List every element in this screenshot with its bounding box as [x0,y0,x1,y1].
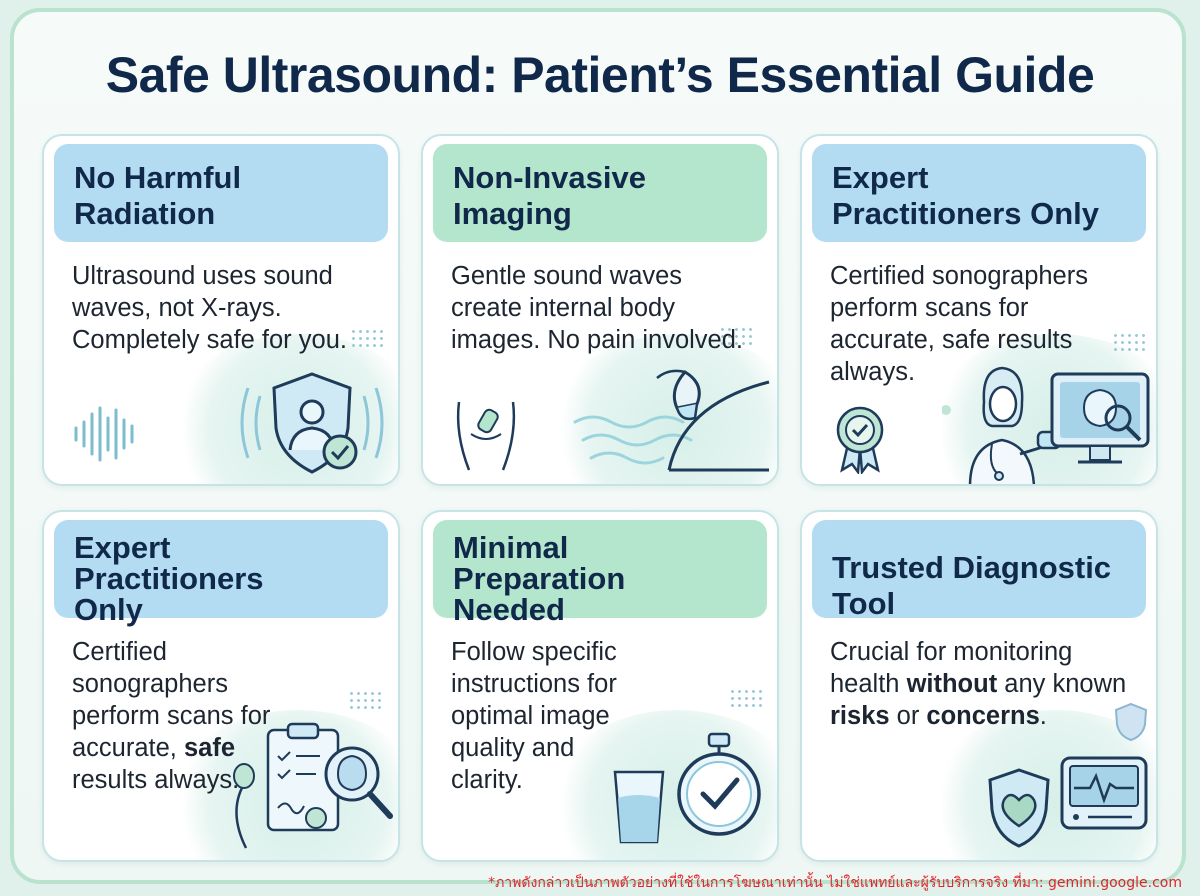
dot-pattern [348,690,382,712]
card-heading: No Harmful Radiation [54,144,388,242]
water-glass-icon [613,770,665,844]
ultrasound-probe-icon [573,369,770,472]
card-body: Certified sonographers perform scans for… [830,262,1088,386]
sound-wave-icon [74,406,134,462]
certified-badge-icon [836,406,884,474]
card-no-harmful-radiation: No Harmful Radiation Ultrasound uses sou… [42,134,400,486]
card-expert-practitioners-2: Expert Practitioners Only Certified sono… [42,510,400,862]
body-text-bold: safe [183,734,236,762]
shield-person-check-icon [240,372,384,474]
card-expert-practitioners: Expert Practitioners Only Certified sono… [800,134,1158,486]
card-heading: Expert Practitioners Only [812,144,1146,242]
card-minimal-preparation: Minimal Preparation Needed Follow specif… [421,510,779,862]
card-heading: Minimal Preparation Needed [433,520,767,625]
card-heading: Expert Practitioners Only [54,520,388,625]
body-text: Certified sonographers perform scans for… [72,638,271,762]
disclaimer-footer: *ภาพดังกล่าวเป็นภาพตัวอย่างที่ใช้ในการโฆ… [488,875,1182,891]
page-title: Safe Ultrasound: Patient’s Essential Gui… [105,47,1095,103]
card-body: Follow specific instructions for optimal… [451,638,617,794]
dot-pattern [1112,332,1146,354]
body-text: or [889,702,927,730]
sonographer-monitor-icon [942,366,1150,484]
card-heading: Non-Invasive Imaging [433,144,767,242]
body-text-bold: risks [830,702,890,730]
dot-pattern [719,326,753,348]
card-body: Crucial for monitoring health without an… [830,636,1130,732]
stopwatch-check-icon [677,732,761,836]
heart-monitor-icon [1060,756,1148,830]
card-body: Certified sonographers perform scans for… [72,636,282,796]
small-shield-icon [1114,702,1148,742]
body-text: any known [997,670,1127,698]
probe-icon [233,763,255,849]
card-non-invasive-imaging: Non-Invasive Imaging Gentle sound waves … [421,134,779,486]
card-body: Gentle sound waves create internal body … [451,262,743,354]
clipboard-magnifier-icon [266,722,393,832]
body-text-bold: concerns [926,702,1040,730]
heart-shield-icon [988,768,1050,848]
body-text: results always. [72,766,240,794]
card-trusted-diagnostic-tool: Trusted Diagnostic Tool Crucial for moni… [800,510,1158,862]
dot-pattern [350,328,384,350]
card-body: Ultrasound uses sound waves, not X-rays.… [72,262,347,354]
body-text: Crucial for monitoring health [830,638,1073,698]
dot-pattern [729,688,763,710]
torso-probe-icon [456,401,516,471]
card-heading: Trusted Diagnostic Tool [812,520,1146,621]
body-text: . [1039,702,1047,730]
body-text-bold: without [906,670,998,698]
